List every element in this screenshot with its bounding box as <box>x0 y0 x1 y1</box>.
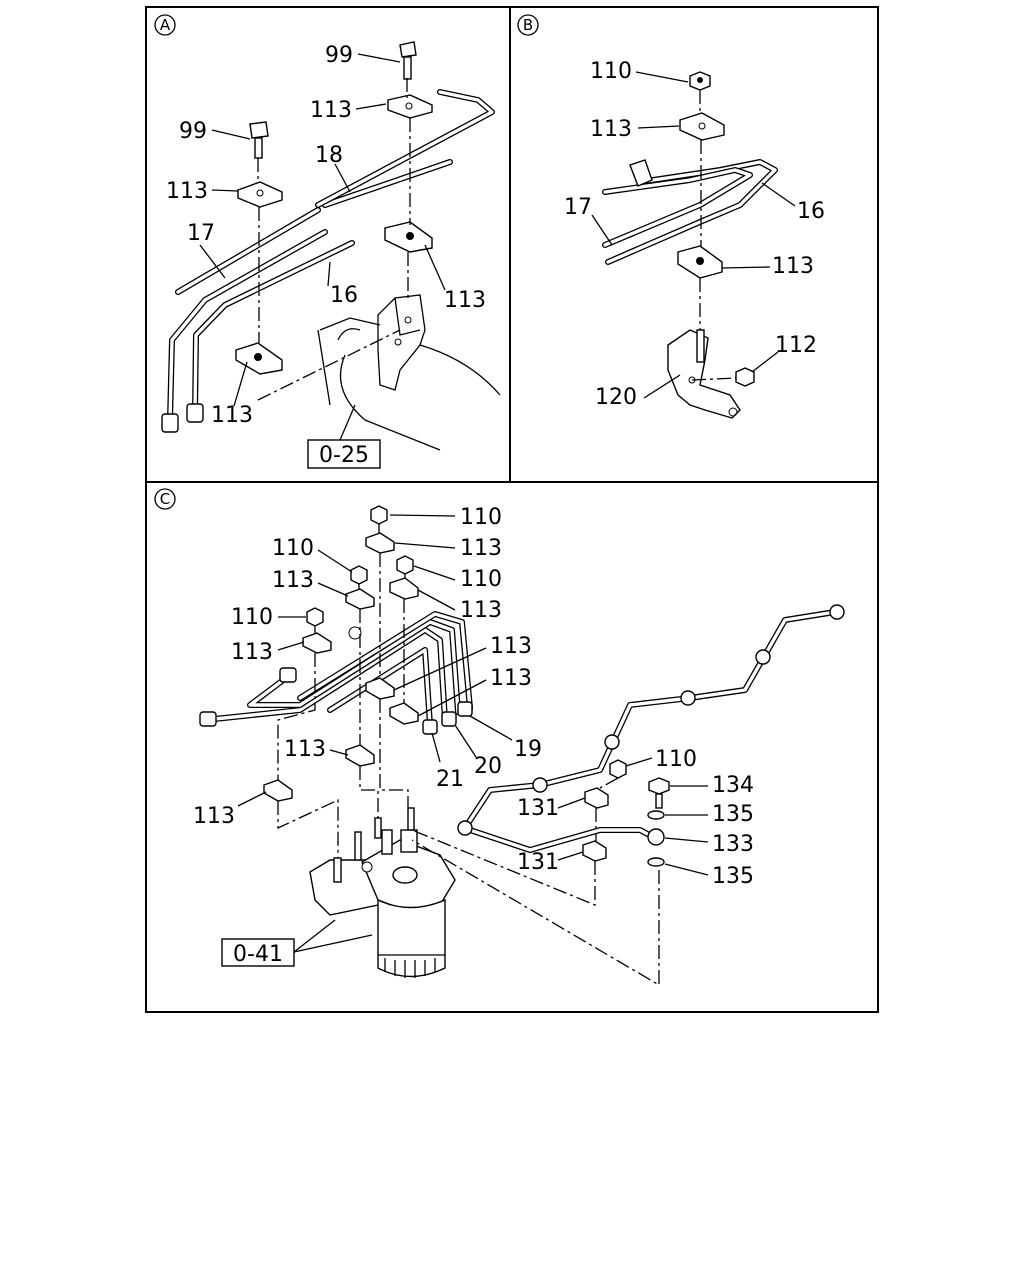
svg-text:A: A <box>160 16 171 34</box>
part-label: 135 <box>712 864 754 889</box>
part-label: 113 <box>460 536 502 561</box>
pipe-end-nut <box>629 159 653 187</box>
part-label: 17 <box>187 221 215 246</box>
panel-b-marker: B <box>517 14 539 36</box>
part-label: 17 <box>564 195 592 220</box>
pipe-18 <box>175 89 495 295</box>
clamp-113 <box>677 245 723 279</box>
svg-text:0-41: 0-41 <box>233 942 283 967</box>
pipe-end-nut <box>161 403 204 433</box>
pipe-bundle <box>202 611 473 728</box>
part-label: 113 <box>211 403 253 428</box>
part-label: 113 <box>193 804 235 829</box>
assembly-line <box>277 626 339 858</box>
nut-112 <box>735 367 755 387</box>
bolt-99 <box>399 41 417 80</box>
part-label: 134 <box>712 773 754 798</box>
part-label: 133 <box>712 832 754 857</box>
clamp-113 <box>384 221 433 253</box>
clip-131 <box>582 787 609 862</box>
part-label: 99 <box>179 119 207 144</box>
part-label: 20 <box>474 754 502 779</box>
bolt-134 <box>648 777 670 809</box>
assembly-line <box>411 777 619 906</box>
part-label: 131 <box>517 850 559 875</box>
eye-bolt-133 <box>647 828 665 846</box>
panel-c-marker: C <box>154 488 176 510</box>
pipe-17 <box>602 167 753 248</box>
diagram-frame <box>145 6 879 1013</box>
part-label: 110 <box>231 605 273 630</box>
return-pipe <box>462 609 838 853</box>
panel-b: B <box>517 14 825 419</box>
bolt-99 <box>249 121 269 159</box>
pipe-16 <box>192 240 355 415</box>
leader-line <box>199 53 446 441</box>
bracket-120 <box>667 329 741 419</box>
part-label: 131 <box>517 796 559 821</box>
part-label: 135 <box>712 802 754 827</box>
assembly-line <box>257 329 401 401</box>
svg-text:C: C <box>160 490 170 508</box>
part-label: 113 <box>284 737 326 762</box>
part-label: 110 <box>590 59 632 84</box>
part-label: 113 <box>590 117 632 142</box>
pipe-17 <box>167 229 328 423</box>
part-label: 113 <box>231 640 273 665</box>
part-label: 21 <box>436 767 464 792</box>
clamp-113 <box>237 181 283 208</box>
engine-bracket <box>317 294 501 451</box>
part-label: 110 <box>655 747 697 772</box>
part-label: 113 <box>460 598 502 623</box>
assembly-line <box>406 78 411 300</box>
assembly-line <box>257 158 260 343</box>
part-label: 110 <box>272 536 314 561</box>
reference-box: 0-41 <box>221 938 295 967</box>
part-label: 18 <box>315 143 343 168</box>
svg-text:B: B <box>523 16 533 34</box>
nut-110 <box>689 71 711 91</box>
assembly-line <box>699 90 702 330</box>
nut-110 <box>306 505 627 779</box>
part-label: 120 <box>595 385 637 410</box>
part-label: 16 <box>797 199 825 224</box>
part-label: 19 <box>514 737 542 762</box>
panel-a-marker: A <box>154 14 176 36</box>
pipe-joint <box>457 604 845 836</box>
part-label: 110 <box>460 567 502 592</box>
assembly-line <box>358 584 379 818</box>
leader-line <box>591 71 796 399</box>
leader-line <box>237 514 709 953</box>
part-label: 113 <box>772 254 814 279</box>
panel-c: C <box>154 488 845 987</box>
fuel-filter <box>309 807 456 978</box>
clamp-113 <box>387 94 433 119</box>
assembly-line <box>411 839 660 987</box>
washer-135 <box>647 810 665 867</box>
panel-a: A <box>154 14 501 469</box>
assembly-line <box>691 377 737 381</box>
part-label: 99 <box>325 43 353 68</box>
part-label: 113 <box>310 98 352 123</box>
part-label: 16 <box>330 283 358 308</box>
assembly-line <box>378 524 409 808</box>
part-label: 113 <box>166 179 208 204</box>
part-label: 113 <box>490 634 532 659</box>
pipe-16 <box>605 159 778 265</box>
part-label: 110 <box>460 505 502 530</box>
part-label: 113 <box>272 568 314 593</box>
part-label: 113 <box>490 666 532 691</box>
reference-box: 0-25 <box>307 439 381 469</box>
clamp-113 <box>679 112 725 141</box>
part-label: 113 <box>444 288 486 313</box>
pipe-end-nut <box>199 626 473 735</box>
part-label: 112 <box>775 333 817 358</box>
svg-text:0-25: 0-25 <box>319 443 369 468</box>
clamp-113 <box>235 342 283 375</box>
